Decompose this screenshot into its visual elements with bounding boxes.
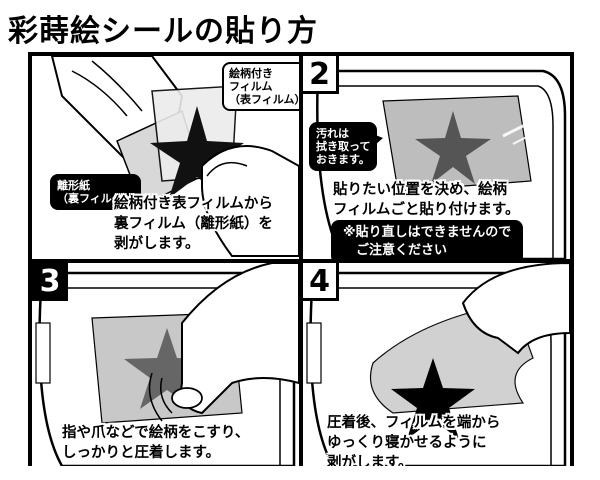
step-4-panel: 4 圧着後、フィルムを端から ゆっくり寝かせるように 剥がします。 [303,263,570,466]
step-2-text: 貼りたい位置を決め、絵柄 フィルムごと貼り付けます。 [333,182,520,218]
step-4-number: 4 [303,263,339,301]
horizontal-divider [32,259,570,263]
instruction-grid: 絵柄付き フィルム （表フィルム） 離形紙 （裏フィルム） 絵柄付き表フィルムか… [28,52,574,466]
step-2-warning-note: ※貼り直しはできませんので ご注意ください [331,220,524,259]
step-3-number: 3 [32,263,68,301]
step-1-panel: 絵柄付き フィルム （表フィルム） 離形紙 （裏フィルム） 絵柄付き表フィルムか… [32,56,299,259]
step-4-illustration [306,263,570,466]
step-2-panel: 2 汚れは 拭き取って おきます。 貼りたい位置を決め、絵柄 フィルムごと貼り付… [303,56,570,259]
front-film-label: 絵柄付き フィルム （表フィルム） [222,62,299,111]
backing-paper-label: 離形紙 （裏フィルム） [50,174,141,210]
step-3-illustration [35,263,299,466]
step-2-illustration [316,69,567,259]
step-4-text: 圧着後、フィルムを端から ゆっくり寝かせるように 剥がします。 [327,415,501,466]
step-1-text: 絵柄付き表フィルムから 裏フィルム（離形紙）を 剥がします。 [114,196,273,252]
step-3-text: 指や爪などで絵柄をこすり、 しっかりと圧着します。 [62,425,250,461]
step-3-panel: 3 指や爪などで絵柄をこすり、 しっかりと圧着します。 [32,263,299,466]
page-title: 彩蒔絵シールの貼り方 [8,14,318,49]
step-2-number: 2 [303,56,339,94]
clean-surface-label: 汚れは 拭き取って おきます。 [309,122,378,171]
